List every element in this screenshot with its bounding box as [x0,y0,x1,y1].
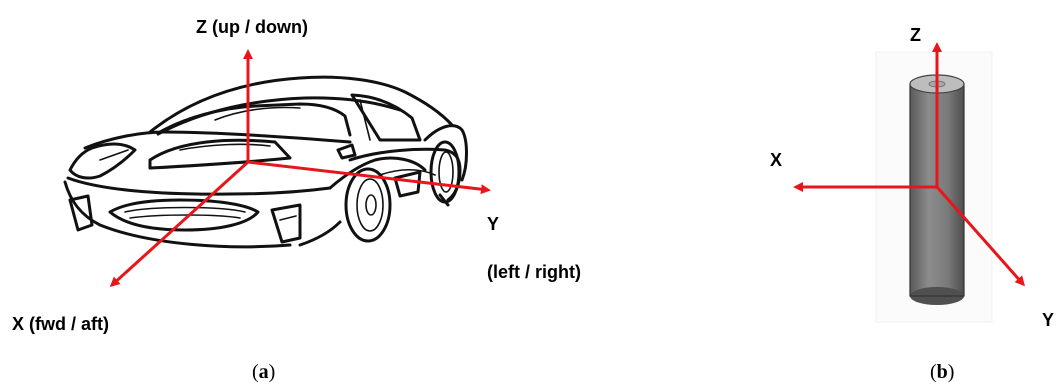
car-axes [109,49,491,288]
cylinder-y-label: Y [1042,310,1054,330]
z-axis-label: Z (up / down) [196,17,308,37]
y-axis-arrow [247,160,491,195]
x-axis-arrow [109,160,250,288]
panel-b: Z X Y (b) [770,25,1054,383]
cylinder-axes [793,42,1025,287]
panel-a: Z (up / down) Y (left / right) X (fwd / … [12,17,581,383]
caption-a: (a) [252,361,275,383]
cylinder-z-label: Z [910,25,921,45]
y-axis-sublabel: (left / right) [487,262,581,282]
cylinder-y-axis-arrow [935,186,1025,287]
x-axis-label: X (fwd / aft) [12,314,109,334]
y-axis-label: Y [487,214,499,234]
sports-car-drawing [63,75,468,249]
cylinder-x-label: X [770,150,782,170]
caption-b: (b) [930,361,954,383]
